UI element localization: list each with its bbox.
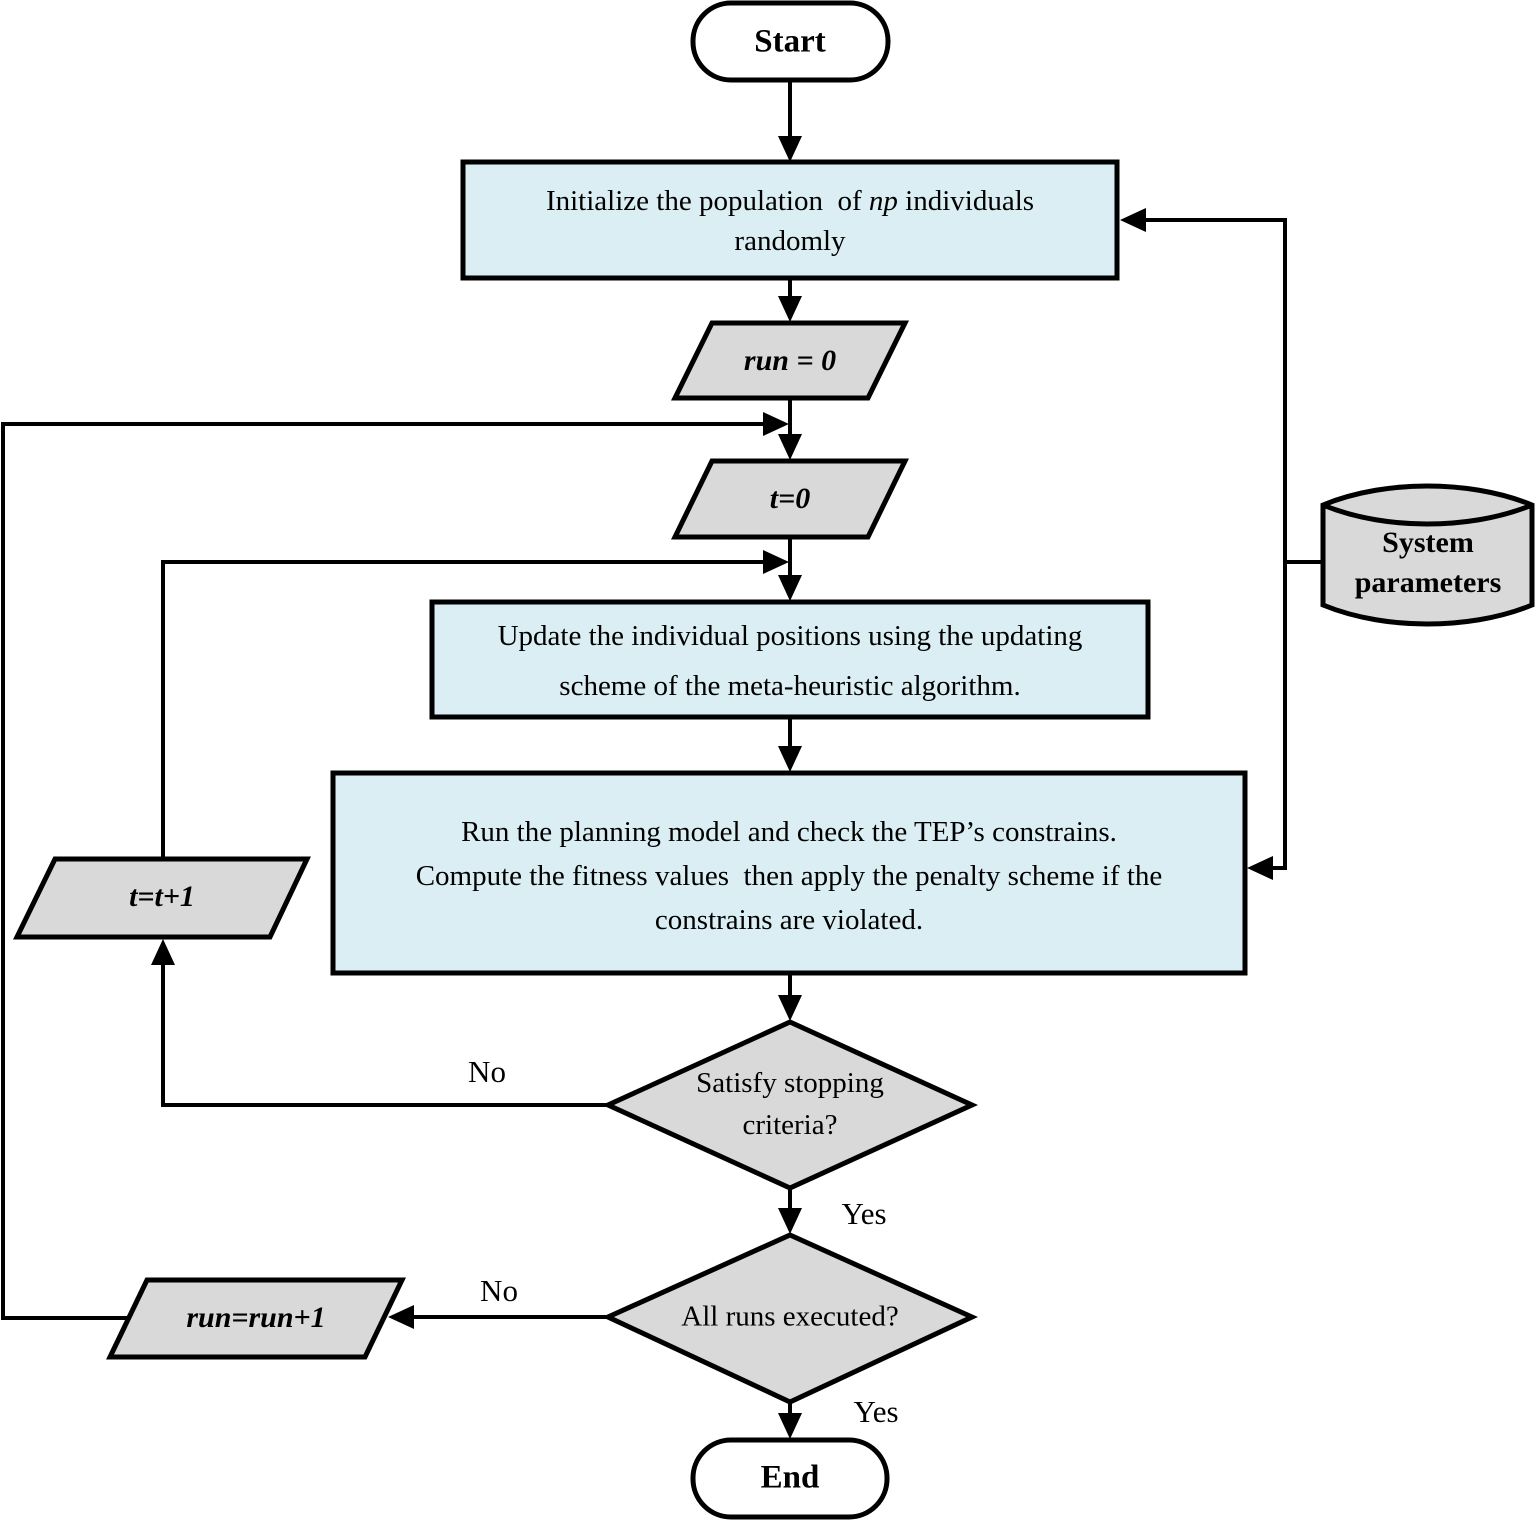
arrowhead-into-runs (778, 1208, 802, 1234)
stopping-decision-label: Satisfy stopping criteria? (696, 1067, 884, 1141)
arrowhead-into-evaluate (778, 746, 802, 772)
arrowhead-t-loop-junction (763, 550, 789, 574)
update-label: Update the individual positions using th… (497, 620, 1083, 702)
arrowhead-into-end (778, 1413, 802, 1439)
arrowheads (151, 136, 1273, 1439)
initialize-label: Initialize the population of np individu… (545, 185, 1035, 257)
stopping-yes-label: Yes (841, 1196, 887, 1232)
end-label: End (760, 1459, 820, 1496)
runs-decision-diamond (602, 1232, 978, 1405)
runincrement-label: run=run+1 (186, 1300, 326, 1334)
arrowhead-into-t0 (778, 434, 802, 460)
runs-no-label: No (480, 1273, 518, 1309)
arrowhead-sysparams-into-initialize (1120, 208, 1146, 232)
evaluate-label: Run the planning model and check the TEP… (415, 816, 1163, 936)
edge-runincrement-loop (1, 422, 766, 1320)
edges (1, 80, 1323, 1420)
stopping-decision-diamond (601, 1019, 979, 1191)
tincrement-io (13, 856, 311, 940)
runs-yes-label: Yes (853, 1394, 899, 1430)
arrowhead-sysparams-into-evaluate (1247, 856, 1273, 880)
arrowhead-into-tincrement (151, 939, 175, 965)
start-terminator (690, 0, 891, 83)
tincrement-label: t=t+1 (129, 879, 195, 913)
arrowhead-into-runincrement (388, 1305, 414, 1329)
run0-label: run = 0 (743, 343, 837, 377)
end-terminator (690, 1437, 890, 1520)
arrowhead-into-initialize (778, 136, 802, 162)
system-parameters-label: System parameters (1354, 526, 1502, 599)
system-parameters-storage-lip (1322, 502, 1533, 527)
edge-sysparams-branch (1144, 218, 1287, 870)
arrowhead-into-update (778, 575, 802, 601)
t0-io (671, 458, 909, 540)
edge-tincrement-loop (161, 560, 766, 859)
evaluate-process (330, 770, 1248, 976)
runincrement-io (106, 1277, 406, 1360)
run0-io (670, 320, 910, 401)
t0-label: t=0 (769, 481, 811, 515)
arrowhead-into-run0 (778, 296, 802, 322)
edge-stopping-no-tincrement (161, 965, 608, 1107)
update-process (429, 599, 1151, 720)
arrowhead-run-loop-junction (763, 412, 789, 436)
initialize-process (460, 159, 1120, 281)
runs-decision-label: All runs executed? (681, 1300, 899, 1333)
arrowhead-into-stopping (778, 995, 802, 1021)
start-label: Start (754, 23, 826, 60)
stopping-no-label: No (468, 1054, 506, 1090)
